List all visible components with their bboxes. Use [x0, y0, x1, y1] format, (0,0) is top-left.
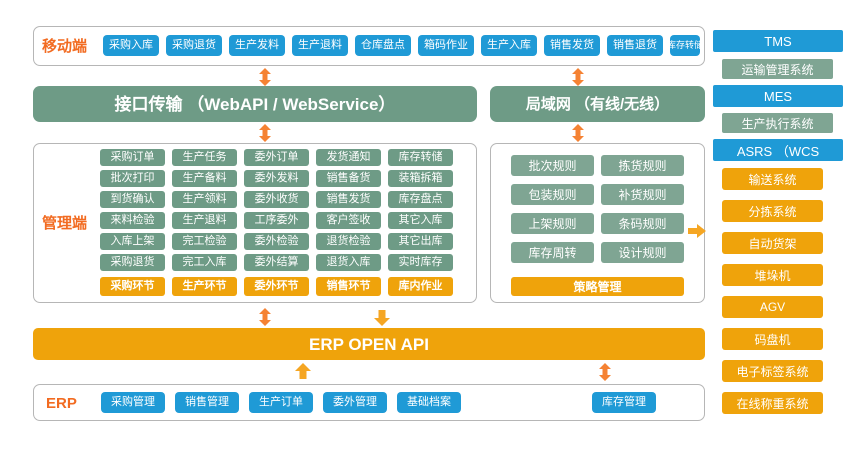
right-group-head-asrs[interactable]: ASRS （WCS	[713, 139, 843, 161]
rules-item-right-3[interactable]: 设计规则	[601, 242, 684, 263]
mobile-item-4[interactable]: 仓库盘点	[355, 35, 411, 56]
management-item-c1-r4[interactable]: 完工检验	[172, 233, 237, 250]
mobile-item-7[interactable]: 销售发货	[544, 35, 600, 56]
management-item-c4-r0[interactable]: 库存转储	[388, 149, 453, 166]
right-item-asrs-1[interactable]: 分拣系统	[722, 200, 823, 222]
mobile-item-5[interactable]: 箱码作业	[418, 35, 474, 56]
arrow-rules-to-openapi-icon	[374, 310, 390, 326]
management-panel-label: 管理端	[42, 214, 88, 232]
management-item-c0-r1[interactable]: 批次打印	[100, 170, 165, 187]
mobile-item-3[interactable]: 生产退料	[292, 35, 348, 56]
right-item-asrs-6[interactable]: 电子标签系统	[722, 360, 823, 382]
management-item-c4-r2[interactable]: 库存盘点	[388, 191, 453, 208]
management-item-c0-r2[interactable]: 到货确认	[100, 191, 165, 208]
erp-item-0[interactable]: 采购管理	[101, 392, 165, 413]
right-item-asrs-2[interactable]: 自动货架	[722, 232, 823, 254]
erp-panel-label: ERP	[46, 394, 77, 412]
management-item-c4-r5[interactable]: 实时库存	[388, 254, 453, 271]
rules-item-left-3[interactable]: 库存周转	[511, 242, 594, 263]
api-transport-bar[interactable]: 接口传输 （WebAPI / WebService）	[33, 86, 477, 122]
erp-item-1[interactable]: 销售管理	[175, 392, 239, 413]
right-item-asrs-7[interactable]: 在线称重系统	[722, 392, 823, 414]
management-footer-c0[interactable]: 采购环节	[100, 277, 165, 296]
management-item-c0-r5[interactable]: 采购退货	[100, 254, 165, 271]
management-item-c0-r0[interactable]: 采购订单	[100, 149, 165, 166]
management-footer-c1[interactable]: 生产环节	[172, 277, 237, 296]
management-item-c3-r3[interactable]: 客户签收	[316, 212, 381, 229]
mobile-item-6[interactable]: 生产入库	[481, 35, 537, 56]
right-item-asrs-5[interactable]: 码盘机	[722, 328, 823, 350]
rules-item-left-0[interactable]: 批次规则	[511, 155, 594, 176]
management-item-c3-r1[interactable]: 销售备货	[316, 170, 381, 187]
mobile-item-8[interactable]: 销售退货	[607, 35, 663, 56]
arrow-management-to-openapi-icon	[258, 308, 272, 326]
management-item-c1-r0[interactable]: 生产任务	[172, 149, 237, 166]
right-item-asrs-0[interactable]: 输送系统	[722, 168, 823, 190]
arrow-api-to-management-icon	[258, 124, 272, 142]
management-item-c3-r5[interactable]: 退货入库	[316, 254, 381, 271]
management-item-c3-r4[interactable]: 退货检验	[316, 233, 381, 250]
management-item-c1-r3[interactable]: 生产退料	[172, 212, 237, 229]
erp-item-2[interactable]: 生产订单	[249, 392, 313, 413]
management-item-c4-r4[interactable]: 其它出库	[388, 233, 453, 250]
management-footer-c2[interactable]: 委外环节	[244, 277, 309, 296]
management-item-c1-r5[interactable]: 完工入库	[172, 254, 237, 271]
management-item-c2-r0[interactable]: 委外订单	[244, 149, 309, 166]
management-item-c2-r1[interactable]: 委外发料	[244, 170, 309, 187]
rules-item-right-0[interactable]: 拣货规则	[601, 155, 684, 176]
management-item-c1-r1[interactable]: 生产备料	[172, 170, 237, 187]
management-item-c2-r4[interactable]: 委外检验	[244, 233, 309, 250]
right-group-head-mes[interactable]: MES	[713, 85, 843, 107]
erp-item-inventory[interactable]: 库存管理	[592, 392, 656, 413]
management-item-c0-r3[interactable]: 来料检验	[100, 212, 165, 229]
right-group-sub-tms[interactable]: 运输管理系统	[722, 59, 833, 79]
arrow-openapi-to-erp-icon	[295, 363, 311, 379]
management-item-c1-r2[interactable]: 生产领料	[172, 191, 237, 208]
lan-transport-bar[interactable]: 局域网 （有线/无线）	[490, 86, 705, 122]
right-group-head-tms[interactable]: TMS	[713, 30, 843, 52]
rules-item-right-1[interactable]: 补货规则	[601, 184, 684, 205]
management-item-c2-r3[interactable]: 工序委外	[244, 212, 309, 229]
erp-item-3[interactable]: 委外管理	[323, 392, 387, 413]
management-item-c2-r2[interactable]: 委外收货	[244, 191, 309, 208]
management-item-c3-r0[interactable]: 发货通知	[316, 149, 381, 166]
open-api-bar[interactable]: ERP OPEN API	[33, 328, 705, 360]
mobile-item-0[interactable]: 采购入库	[103, 35, 159, 56]
management-item-c2-r5[interactable]: 委外结算	[244, 254, 309, 271]
rules-item-right-2[interactable]: 条码规则	[601, 213, 684, 234]
erp-item-4[interactable]: 基础档案	[397, 392, 461, 413]
right-item-asrs-3[interactable]: 堆垛机	[722, 264, 823, 286]
arrow-openapi-to-inventory-icon	[598, 363, 612, 381]
arrow-mobile-to-api-icon	[258, 68, 272, 86]
management-item-c0-r4[interactable]: 入库上架	[100, 233, 165, 250]
mobile-item-1[interactable]: 采购退货	[166, 35, 222, 56]
arrow-mobile-to-lan-icon	[571, 68, 585, 86]
arrow-lan-to-rules-icon	[571, 124, 585, 142]
right-item-asrs-4[interactable]: AGV	[722, 296, 823, 318]
arrow-rules-to-asrs-icon	[688, 224, 706, 238]
rules-footer[interactable]: 策略管理	[511, 277, 684, 296]
management-item-c4-r1[interactable]: 装箱拆箱	[388, 170, 453, 187]
management-footer-c3[interactable]: 销售环节	[316, 277, 381, 296]
right-group-sub-mes[interactable]: 生产执行系统	[722, 113, 833, 133]
rules-item-left-2[interactable]: 上架规则	[511, 213, 594, 234]
management-item-c3-r2[interactable]: 销售发货	[316, 191, 381, 208]
mobile-item-2[interactable]: 生产发料	[229, 35, 285, 56]
mobile-item-9[interactable]: 库存转储	[667, 35, 703, 56]
rules-item-left-1[interactable]: 包装规则	[511, 184, 594, 205]
management-footer-c4[interactable]: 库内作业	[388, 277, 453, 296]
management-item-c4-r3[interactable]: 其它入库	[388, 212, 453, 229]
mobile-panel-label: 移动端	[42, 37, 88, 55]
